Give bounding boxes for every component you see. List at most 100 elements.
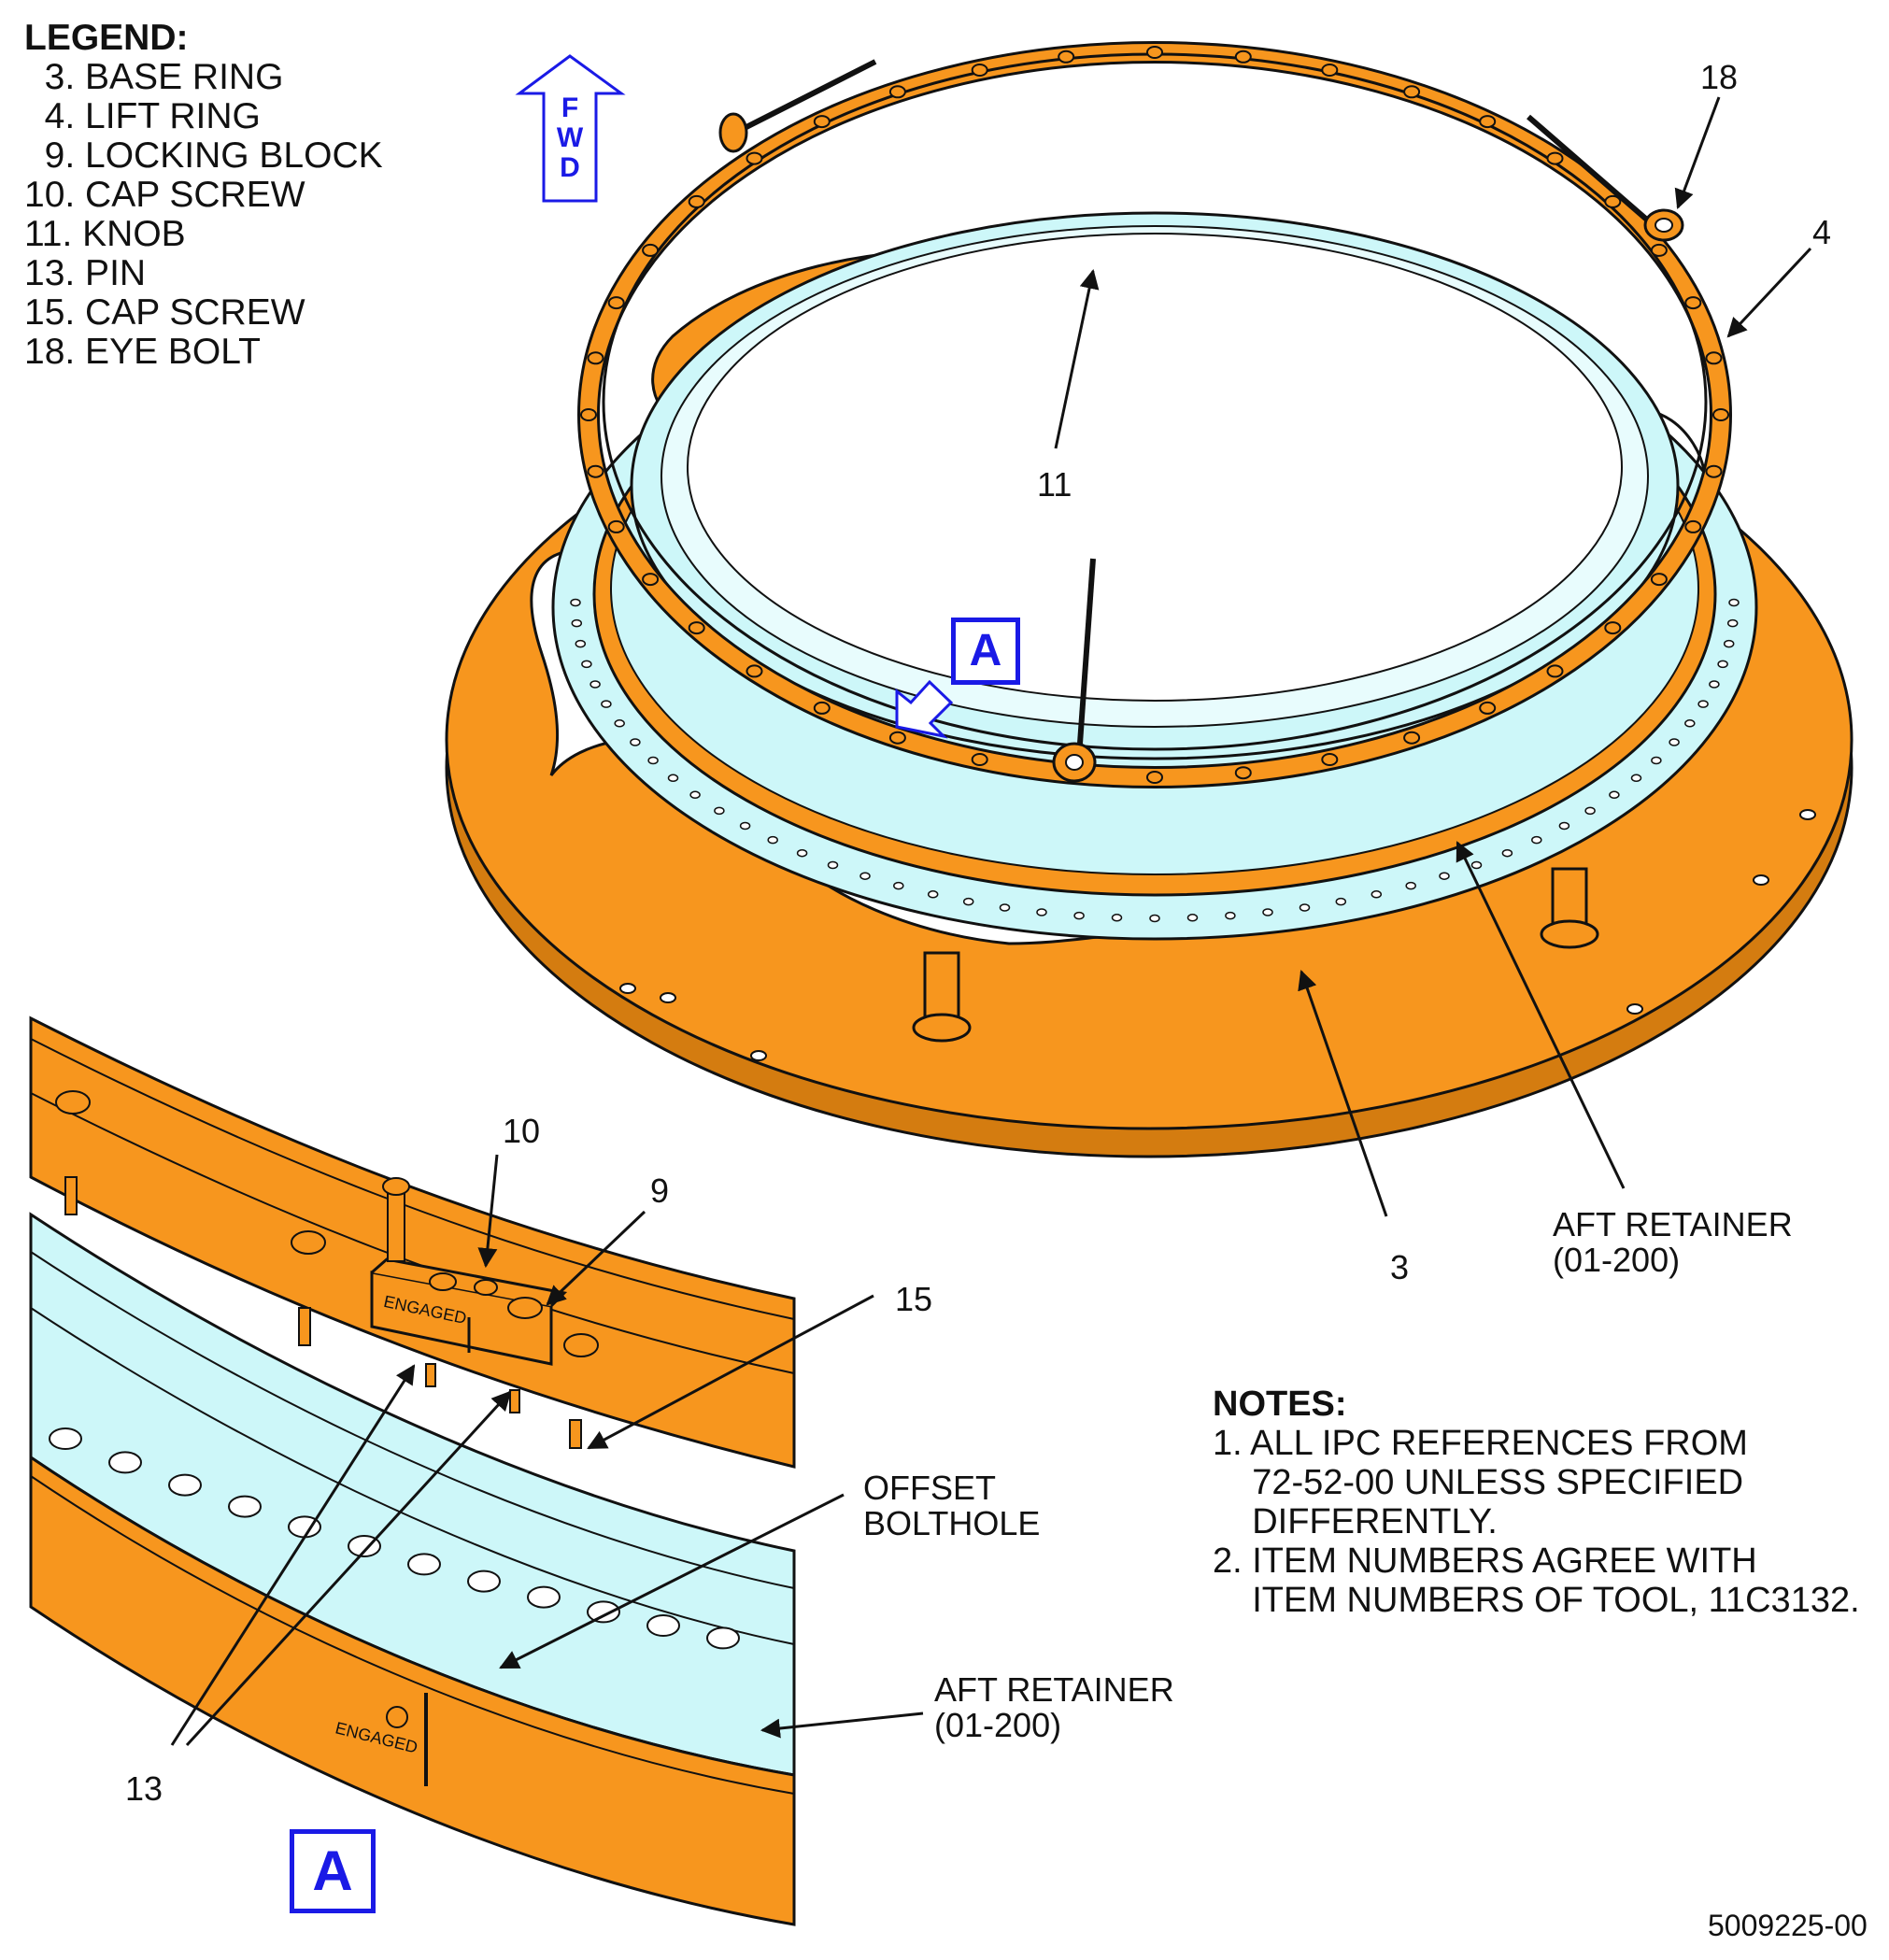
retainer-bolthole: [1225, 911, 1236, 920]
figure-number: 5009225-00: [1708, 1909, 1868, 1942]
retainer-bolthole: [962, 897, 974, 906]
retainer-bolthole: [1684, 719, 1696, 728]
aft-retainer-label-line: AFT RETAINER: [1553, 1205, 1793, 1243]
retainer-bolthole: [575, 639, 587, 648]
retainer-bolthole: [1630, 774, 1642, 783]
lift-ring-cap-screw: [888, 731, 906, 745]
fwd-arrow: [515, 54, 626, 203]
detail-bolthole: [228, 1495, 262, 1518]
lift-ring-cap-screw: [813, 701, 831, 715]
lift-ring-cap-screw: [1604, 621, 1622, 635]
retainer-bolthole: [1371, 890, 1383, 899]
retainer-bolthole: [1262, 908, 1273, 916]
note-line: 72-52-00 UNLESS SPECIFIED: [1213, 1463, 1744, 1502]
detail-bolthole: [49, 1427, 82, 1450]
retainer-bolthole: [1501, 848, 1513, 858]
retainer-bolthole: [1584, 806, 1596, 816]
retainer-bolthole: [1723, 639, 1735, 648]
retainer-bolthole: [1558, 821, 1570, 831]
lift-ring-cap-screw: [587, 351, 604, 365]
lift-ring-cap-screw: [746, 664, 763, 678]
lift-ring-cap-screw: [888, 85, 906, 99]
aft-retainer-label-detail: AFT RETAINER (01-200): [934, 1672, 1174, 1743]
lift-ring-cap-screw: [607, 519, 625, 533]
aft-retainer-label-main: AFT RETAINER (01-200): [1553, 1207, 1793, 1278]
lift-ring-cap-screw: [1705, 351, 1723, 365]
lift-ring-cap-screw: [971, 753, 988, 766]
legend-item: 4. LIFT RING: [24, 96, 261, 136]
lift-ring-cap-screw: [688, 621, 705, 635]
callout-10: 10: [503, 1112, 541, 1150]
legend-item: 15. CAP SCREW: [24, 292, 305, 333]
retainer-bolthole: [589, 680, 601, 689]
view-a-arrow-icon: [895, 679, 954, 739]
lift-ring-cap-screw: [642, 573, 660, 587]
legend-item: 10. CAP SCREW: [24, 175, 305, 215]
lift-ring-cap-screw: [1234, 50, 1252, 64]
lift-ring-cap-screw: [1650, 243, 1668, 257]
aft-retainer-label-line: (01-200): [934, 1706, 1062, 1744]
retainer-bolthole: [1073, 911, 1085, 920]
callout-13: 13: [125, 1769, 163, 1808]
retainer-bolthole: [571, 618, 583, 628]
knob-11: [1052, 558, 1097, 783]
eye-bolt-18: [718, 59, 1684, 242]
retainer-bolthole: [1036, 908, 1047, 916]
callout-4: 4: [1812, 213, 1832, 251]
detail-bolthole: [168, 1473, 202, 1497]
legend-item: 3. BASE RING: [24, 57, 284, 97]
note-line: 1. ALL IPC REFERENCES FROM: [1213, 1424, 1748, 1463]
lift-ring-cap-screw: [1479, 701, 1497, 715]
retainer-bolthole: [714, 806, 725, 816]
lift-ring-cap-screw: [1403, 85, 1421, 99]
detail-bolthole: [527, 1585, 561, 1609]
lift-ring-cap-screw: [1321, 753, 1339, 766]
legend-item: 18. EYE BOLT: [24, 332, 261, 372]
lift-ring-cap-screw: [1234, 766, 1252, 780]
retainer-bolthole: [1728, 598, 1740, 607]
callout-3: 3: [1390, 1248, 1410, 1286]
retainer-bolthole: [1651, 756, 1662, 765]
retainer-bolthole: [689, 790, 701, 800]
retainer-bolthole: [581, 660, 592, 669]
lift-ring-cap-screw: [1546, 151, 1564, 165]
legend: LEGEND: 3. BASE RING 4. LIFT RING 9. LOC…: [24, 19, 383, 372]
retainer-bolthole: [1186, 914, 1199, 922]
lift-ring-cap-screw: [1403, 731, 1421, 745]
lift-ring-cap-screw: [1146, 771, 1163, 784]
retainer-bolthole: [1669, 738, 1680, 746]
legend-item: 11. KNOB: [24, 214, 186, 254]
aft-retainer-label-line: (01-200): [1553, 1241, 1681, 1279]
retainer-bolthole: [999, 903, 1011, 912]
retainer-bolthole: [630, 738, 641, 746]
retainer-bolthole: [893, 881, 904, 890]
detail-bolthole: [646, 1614, 680, 1637]
note-line: ITEM NUMBERS OF TOOL, 11C3132.: [1213, 1581, 1860, 1620]
retainer-bolthole: [614, 719, 625, 728]
retainer-bolthole: [927, 890, 939, 899]
lift-ring-cap-screw: [1321, 64, 1339, 77]
retainer-bolthole: [667, 774, 679, 783]
retainer-bolthole: [739, 821, 751, 831]
retainer-bolthole: [1335, 897, 1347, 906]
lift-ring-cap-screw: [813, 115, 831, 129]
offset-bolthole-line: OFFSET: [863, 1469, 996, 1507]
notes: NOTES: 1. ALL IPC REFERENCES FROM 72-52-…: [1213, 1385, 1860, 1620]
lift-ring-cap-screw: [1479, 115, 1497, 129]
detail-bolthole: [467, 1569, 501, 1593]
lift-ring-cap-screw: [587, 464, 604, 478]
lift-ring-cap-screw: [1712, 408, 1729, 421]
lift-ring-cap-screw: [1604, 194, 1622, 208]
retainer-bolthole: [1111, 914, 1123, 922]
retainer-bolthole: [1697, 700, 1709, 708]
aft-retainer-label-line: AFT RETAINER: [934, 1670, 1174, 1709]
lift-ring-cap-screw: [1684, 519, 1702, 533]
retainer-bolthole: [1405, 881, 1416, 890]
callout-11: 11: [1037, 465, 1072, 504]
fwd-label: F W D: [551, 93, 589, 183]
detail-bolthole: [407, 1553, 441, 1576]
retainer-bolthole: [570, 598, 581, 607]
view-a-label-main: A: [951, 618, 1020, 685]
offset-bolthole-label: OFFSET BOLTHOLE: [863, 1470, 1040, 1541]
lift-ring-cap-screw: [971, 64, 988, 77]
